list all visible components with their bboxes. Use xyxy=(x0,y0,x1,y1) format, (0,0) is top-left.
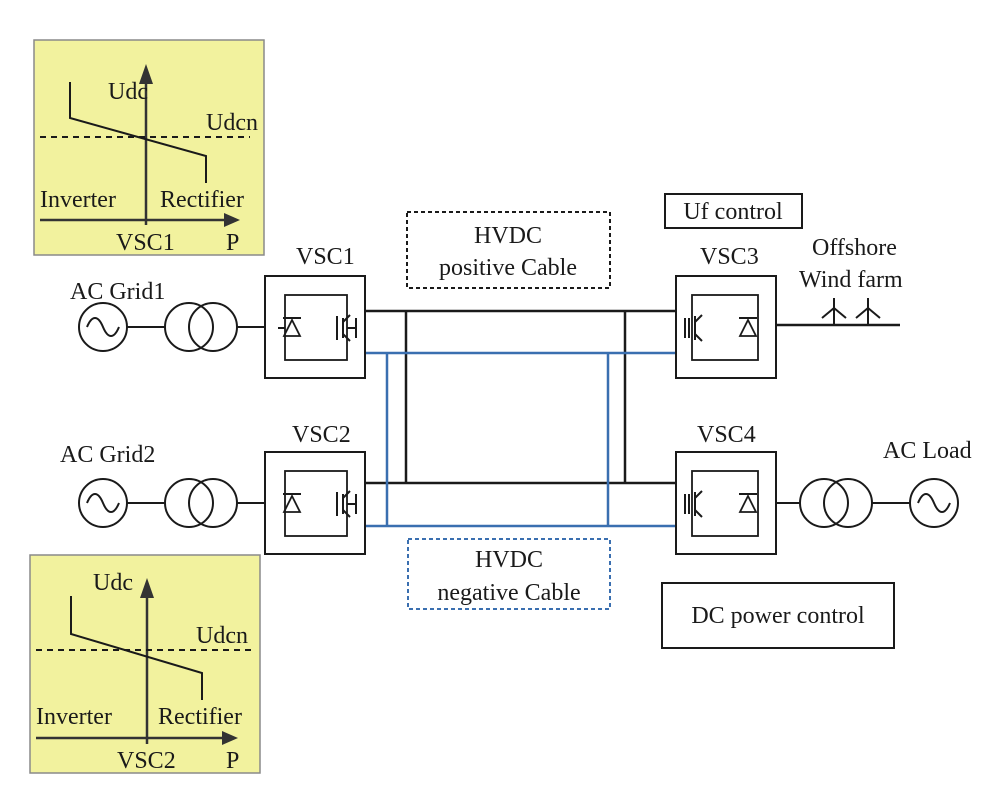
vsc3-box xyxy=(675,275,777,379)
ac-source-icon xyxy=(909,478,959,528)
droop-curve xyxy=(70,596,203,700)
transformer-icon xyxy=(799,478,849,528)
vsc3-label: VSC3 xyxy=(700,244,759,270)
vsc1-station: VSC1 xyxy=(264,244,366,379)
negative-cable-label-box xyxy=(407,538,611,610)
positive-cable-network xyxy=(365,309,676,485)
ac-load-label: AC Load xyxy=(883,438,972,464)
uf-control-frame xyxy=(664,193,803,229)
igbt-icon xyxy=(684,490,703,518)
vsc4-cell xyxy=(691,470,759,537)
diode-icon xyxy=(738,317,758,337)
igbt-icon xyxy=(336,490,357,518)
inverter-label: Inverter xyxy=(36,704,112,730)
droop-panel-vsc2: Udc Udcn Inverter Rectifier VSC2 P xyxy=(29,554,261,774)
igbt-icon xyxy=(336,314,357,342)
diode-icon xyxy=(282,317,302,337)
vsc1-label: VSC1 xyxy=(296,244,355,270)
uf-control-box: Uf control xyxy=(664,193,803,229)
rectifier-label: Rectifier xyxy=(160,187,244,213)
udc-axis-label: Udc xyxy=(108,79,148,105)
udcn-label: Udcn xyxy=(196,623,248,649)
wind-farm-label-line2: Wind farm xyxy=(799,267,903,293)
vsc4-label: VSC4 xyxy=(697,422,756,448)
ac-grid1: AC Grid1 xyxy=(70,279,265,352)
negative-cable-label: HVDC negative Cable xyxy=(407,538,611,610)
inverter-label: Inverter xyxy=(40,187,116,213)
wind-turbine-icon xyxy=(855,298,881,325)
wind-farm-label-line1: Offshore xyxy=(812,235,897,261)
udcn-label: Udcn xyxy=(206,110,258,136)
igbt-icon xyxy=(684,314,703,342)
transformer-icon xyxy=(164,302,214,352)
vsc3-cell xyxy=(691,294,759,361)
p-axis-label: P xyxy=(226,748,239,774)
diode-icon xyxy=(738,493,758,513)
dc-power-control-label: DC power control xyxy=(691,603,865,629)
dc-power-control-frame xyxy=(661,582,895,649)
p-axis-arrow-icon xyxy=(222,731,238,745)
vsc2-label: VSC2 xyxy=(292,422,351,448)
ac-load: AC Load xyxy=(776,438,972,528)
positive-cable-title: HVDC xyxy=(474,223,542,249)
udc-axis-label: Udc xyxy=(93,570,133,596)
converter-label: VSC2 xyxy=(117,748,176,774)
sine-wave-icon xyxy=(917,493,951,513)
p-axis-arrow-icon xyxy=(224,213,240,227)
negative-cable-network xyxy=(365,351,676,528)
p-axis-label: P xyxy=(226,230,239,256)
ac-grid2-label: AC Grid2 xyxy=(60,442,155,468)
negative-cable-title: HVDC xyxy=(475,547,543,573)
vsc4-station: VSC4 xyxy=(675,422,777,555)
ac-grid2: AC Grid2 xyxy=(60,442,265,528)
offshore-wind-farm: Offshore Wind farm xyxy=(776,235,903,327)
droop-panel-vsc1: Udc Udcn Inverter Rectifier VSC1 P xyxy=(33,39,265,256)
rectifier-label: Rectifier xyxy=(158,704,242,730)
sine-wave-icon xyxy=(86,317,120,337)
diode-icon xyxy=(282,493,302,513)
ac-grid1-label: AC Grid1 xyxy=(70,279,165,305)
converter-label: VSC1 xyxy=(116,230,175,256)
vsc3-station: VSC3 xyxy=(675,244,777,379)
transformer-icon xyxy=(164,478,214,528)
droop-curve xyxy=(69,82,207,183)
positive-cable-label: HVDC positive Cable xyxy=(406,211,611,289)
negative-cable-subtitle: negative Cable xyxy=(437,580,580,606)
positive-cable-subtitle: positive Cable xyxy=(439,255,577,281)
vsc4-box xyxy=(675,451,777,555)
uf-control-label: Uf control xyxy=(683,199,783,225)
sine-wave-icon xyxy=(86,493,120,513)
udc-axis-arrow-icon xyxy=(140,578,154,598)
vsc2-station: VSC2 xyxy=(264,422,366,555)
positive-cable-label-box xyxy=(406,211,611,289)
wind-turbine-icon xyxy=(821,298,847,325)
dc-power-control-box: DC power control xyxy=(661,582,895,649)
udc-axis-arrow-icon xyxy=(139,64,153,84)
